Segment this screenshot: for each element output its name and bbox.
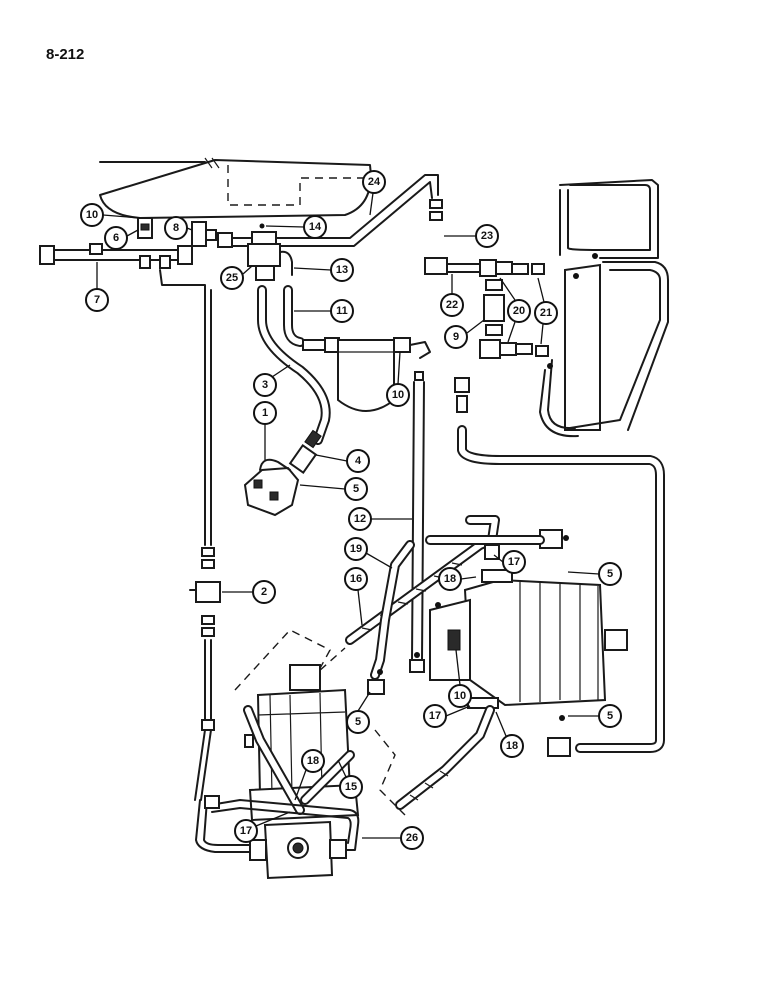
manifold-7 xyxy=(39,243,206,291)
callout-12: 12 xyxy=(348,507,372,531)
callout-17c: 17 xyxy=(234,819,258,843)
callout-10b: 10 xyxy=(386,383,410,407)
callout-17b: 17 xyxy=(423,704,447,728)
callout-16: 16 xyxy=(344,567,368,591)
callout-5b: 5 xyxy=(598,562,622,586)
callout-1: 1 xyxy=(253,401,277,425)
callout-17a: 17 xyxy=(502,550,526,574)
svg-text:10: 10 xyxy=(86,209,98,221)
reservoir-tank xyxy=(99,157,372,219)
svg-text:17: 17 xyxy=(508,556,520,568)
callout-7: 7 xyxy=(85,288,109,312)
braided-hose-lower xyxy=(395,705,495,810)
callout-9: 9 xyxy=(444,325,468,349)
callout-15: 15 xyxy=(339,775,363,799)
line-16 xyxy=(345,515,545,645)
callout-22: 22 xyxy=(440,293,464,317)
callout-2: 2 xyxy=(252,580,276,604)
svg-text:22: 22 xyxy=(446,299,458,311)
svg-text:16: 16 xyxy=(350,573,362,585)
callout-5c: 5 xyxy=(346,710,370,734)
callout-8: 8 xyxy=(164,216,188,240)
oil-cooler xyxy=(539,179,669,438)
svg-text:1: 1 xyxy=(262,407,268,419)
hose-19 xyxy=(370,540,415,680)
callout-13: 13 xyxy=(330,258,354,282)
svg-text:5: 5 xyxy=(607,568,613,580)
svg-text:10: 10 xyxy=(392,389,404,401)
svg-text:8: 8 xyxy=(173,222,179,234)
svg-text:12: 12 xyxy=(354,513,366,525)
svg-text:7: 7 xyxy=(94,294,100,306)
svg-text:23: 23 xyxy=(481,230,493,242)
callout-20: 20 xyxy=(507,299,531,323)
pump-1 xyxy=(243,429,322,517)
hose-11 xyxy=(283,285,305,347)
callout-14: 14 xyxy=(303,215,327,239)
callout-19: 19 xyxy=(344,537,368,561)
callout-18b: 18 xyxy=(500,734,524,758)
svg-text:18: 18 xyxy=(307,755,319,767)
svg-text:11: 11 xyxy=(336,305,348,317)
svg-text:6: 6 xyxy=(113,232,119,244)
svg-text:24: 24 xyxy=(368,176,381,188)
svg-text:15: 15 xyxy=(345,781,357,793)
callout-21: 21 xyxy=(534,301,558,325)
svg-text:13: 13 xyxy=(336,264,348,276)
svg-text:3: 3 xyxy=(262,379,268,391)
filter-canister xyxy=(302,337,431,412)
callout-10a: 10 xyxy=(80,203,104,227)
callout-18c: 18 xyxy=(301,749,325,773)
valve-25 xyxy=(247,231,293,281)
svg-text:17: 17 xyxy=(429,710,441,722)
fitting-8 xyxy=(191,221,217,247)
callout-3: 3 xyxy=(253,373,277,397)
callout-6: 6 xyxy=(104,226,128,250)
fitting-6 xyxy=(137,217,153,239)
cooler-return-fitting xyxy=(547,715,571,757)
svg-text:5: 5 xyxy=(353,483,359,495)
svg-text:18: 18 xyxy=(444,573,456,585)
callout-23: 23 xyxy=(475,224,499,248)
dashed-guides xyxy=(234,629,406,816)
line-2 xyxy=(189,289,221,801)
svg-text:21: 21 xyxy=(540,307,552,319)
svg-text:5: 5 xyxy=(355,716,361,728)
hose-3 xyxy=(257,285,331,445)
hydraulic-pump xyxy=(429,529,628,709)
callout-4: 4 xyxy=(346,449,370,473)
callout-11: 11 xyxy=(330,299,354,323)
svg-text:26: 26 xyxy=(406,832,418,844)
callout-18a: 18 xyxy=(438,567,462,591)
svg-text:2: 2 xyxy=(261,586,267,598)
callout-5d: 5 xyxy=(598,704,622,728)
callout-5a: 5 xyxy=(344,477,368,501)
svg-text:4: 4 xyxy=(355,455,362,467)
svg-text:17: 17 xyxy=(240,825,252,837)
callout-25: 25 xyxy=(220,266,244,290)
callout-26: 26 xyxy=(400,826,424,850)
svg-text:18: 18 xyxy=(506,740,518,752)
return-pipe-24 xyxy=(229,174,443,247)
svg-text:25: 25 xyxy=(226,272,238,284)
callout-10c: 10 xyxy=(448,684,472,708)
svg-text:20: 20 xyxy=(513,305,525,317)
line-12 xyxy=(409,371,425,673)
svg-text:10: 10 xyxy=(454,690,466,702)
svg-text:5: 5 xyxy=(607,710,613,722)
bypass-filter-circuit xyxy=(424,257,665,753)
svg-text:19: 19 xyxy=(350,543,362,555)
fitting-14 xyxy=(217,223,265,248)
svg-text:9: 9 xyxy=(453,331,459,343)
callout-24: 24 xyxy=(362,170,386,194)
page-number: 8-212 xyxy=(46,46,85,63)
svg-text:14: 14 xyxy=(309,221,322,233)
line-26 xyxy=(195,795,360,853)
